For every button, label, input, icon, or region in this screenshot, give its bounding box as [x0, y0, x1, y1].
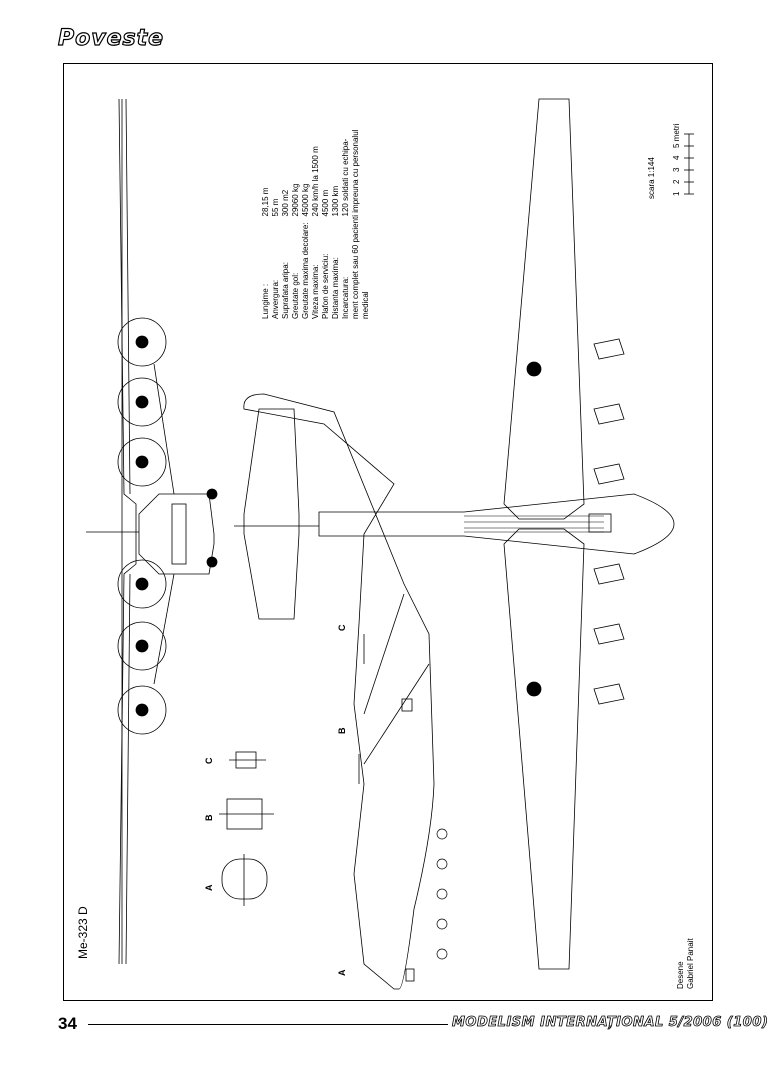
publication-title: MODELISM INTERNAȚIONAL 5/2006 (100) [452, 1015, 768, 1031]
page-number: 34 [58, 1014, 77, 1033]
section-label-c: C [204, 757, 214, 765]
spec-values: 28,15 m 55 m 300 m2 29060 kg 45000 kg 24… [261, 138, 350, 217]
cross-sections [219, 634, 365, 906]
scale-tick-1: 1 [672, 191, 681, 196]
scale-tick-4: 4 [672, 155, 681, 160]
section-header: Poveste [57, 25, 165, 51]
section-label-a: A [204, 884, 214, 892]
scale-label: scara 1:144 [647, 157, 656, 199]
footer-rule [88, 1024, 448, 1025]
credit: Desene Gabriel Panait [676, 938, 695, 989]
spec-labels: Lungime : Anvergura: Suprafata aripa: Gr… [261, 222, 350, 320]
top-view [234, 98, 675, 970]
section-marker-b: B [337, 727, 347, 735]
spec-block: Lungime : Anvergura: Suprafata aripa: Gr… [261, 129, 370, 320]
side-view [243, 393, 448, 990]
drawing-frame: Lungime : Anvergura: Suprafata aripa: Gr… [63, 63, 713, 1001]
section-label-b: B [204, 814, 214, 822]
section-marker-a: A [337, 969, 347, 977]
front-view [86, 98, 218, 965]
aircraft-line-drawing [86, 98, 694, 990]
model-name: Me-323 D [76, 906, 90, 959]
scale-bar [684, 133, 694, 195]
section-marker-c: C [337, 624, 347, 632]
scale-tick-2: 2 [672, 179, 681, 184]
scale-tick-5: 5 metri [672, 123, 681, 148]
scale-tick-3: 3 [672, 167, 681, 172]
